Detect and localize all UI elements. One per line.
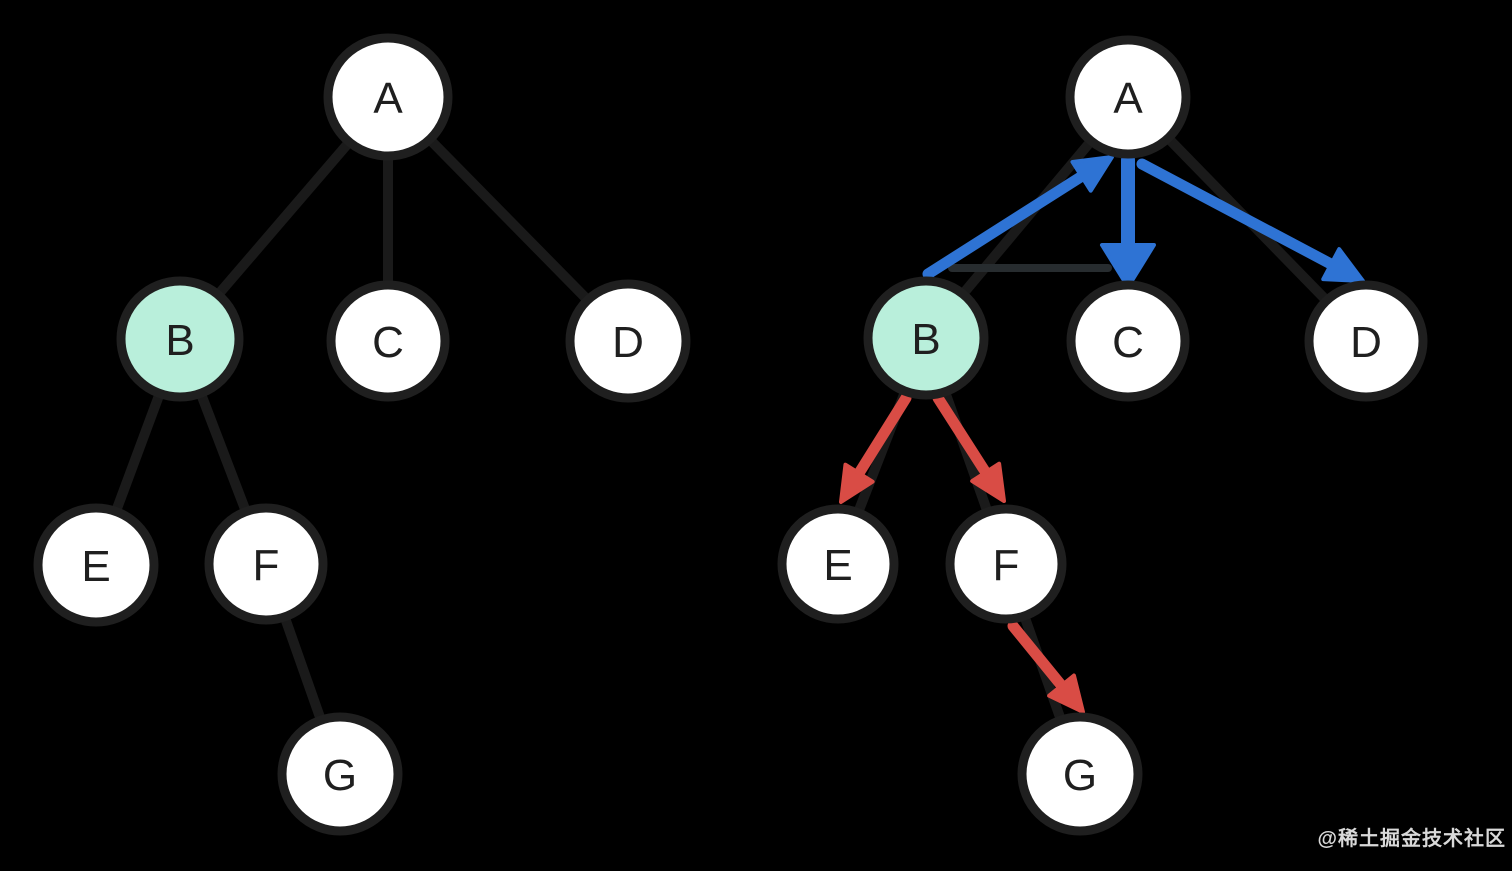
arrow-shaft-right-B-E <box>850 392 912 484</box>
node-label-left-E: E <box>81 542 110 591</box>
arrow-shaft-right-F-G <box>1007 620 1071 696</box>
node-label-right-B: B <box>911 315 940 364</box>
node-right-F: F <box>945 504 1067 624</box>
node-circle-right-E <box>777 504 899 624</box>
node-right-A: A <box>1065 35 1191 159</box>
node-circle-left-B <box>116 276 244 402</box>
arrow-head-right-A-C <box>1100 243 1156 289</box>
arrow-head-right-B-F <box>970 461 1006 503</box>
arrow-head-right-F-G <box>1047 673 1085 714</box>
node-circle-left-D <box>565 279 691 403</box>
edge-left-F-G <box>280 613 326 724</box>
watermark: @稀土掘金技术社区 <box>1317 828 1506 850</box>
node-circle-left-E <box>33 503 159 627</box>
node-label-right-E: E <box>823 541 852 590</box>
node-left-F: F <box>204 503 328 625</box>
arrow-shaft-right-B-A <box>922 167 1093 280</box>
node-right-B: B <box>863 276 989 400</box>
node-circle-right-B <box>863 276 989 400</box>
arrow-head-right-B-A <box>1070 155 1114 193</box>
tree-right: A B C D E F G <box>777 35 1428 836</box>
node-circle-right-C <box>1066 280 1190 402</box>
arrow-shaft-right-A-D <box>1136 158 1342 273</box>
node-label-left-A: A <box>373 74 403 123</box>
node-circle-right-G <box>1017 712 1143 836</box>
node-left-A: A <box>323 33 453 161</box>
node-label-left-D: D <box>612 318 644 367</box>
tree-left: A B C D E F G <box>33 33 691 836</box>
node-left-C: C <box>326 280 450 402</box>
node-left-G: G <box>277 712 403 836</box>
node-label-left-G: G <box>323 751 357 800</box>
arrow-head-right-B-E <box>839 462 875 504</box>
node-right-C: C <box>1066 280 1190 402</box>
node-circle-left-A <box>323 33 453 161</box>
node-label-left-C: C <box>372 318 404 367</box>
edge-left-A-B <box>214 138 354 299</box>
node-circle-right-A <box>1065 35 1191 159</box>
node-label-left-F: F <box>253 541 280 590</box>
node-label-right-G: G <box>1063 751 1097 800</box>
node-label-right-A: A <box>1113 74 1143 123</box>
node-right-E: E <box>777 504 899 624</box>
node-left-B: B <box>116 276 244 402</box>
node-label-right-C: C <box>1112 318 1144 367</box>
node-left-E: E <box>33 503 159 627</box>
arrow-shaft-right-B-F <box>932 392 995 483</box>
node-circle-left-C <box>326 280 450 402</box>
node-circle-left-F <box>204 503 328 625</box>
edge-left-B-F <box>196 390 251 515</box>
node-circle-left-G <box>277 712 403 836</box>
node-label-right-F: F <box>993 541 1020 590</box>
arrow-head-right-A-D <box>1321 247 1365 283</box>
node-left-D: D <box>565 279 691 403</box>
edge-left-A-D <box>425 135 592 304</box>
node-circle-right-D <box>1304 280 1428 402</box>
node-circle-right-F <box>945 504 1067 624</box>
node-label-left-B: B <box>165 316 194 365</box>
node-right-G: G <box>1017 712 1143 836</box>
node-right-D: D <box>1304 280 1428 402</box>
edge-left-B-E <box>111 390 165 515</box>
node-label-right-D: D <box>1350 318 1382 367</box>
